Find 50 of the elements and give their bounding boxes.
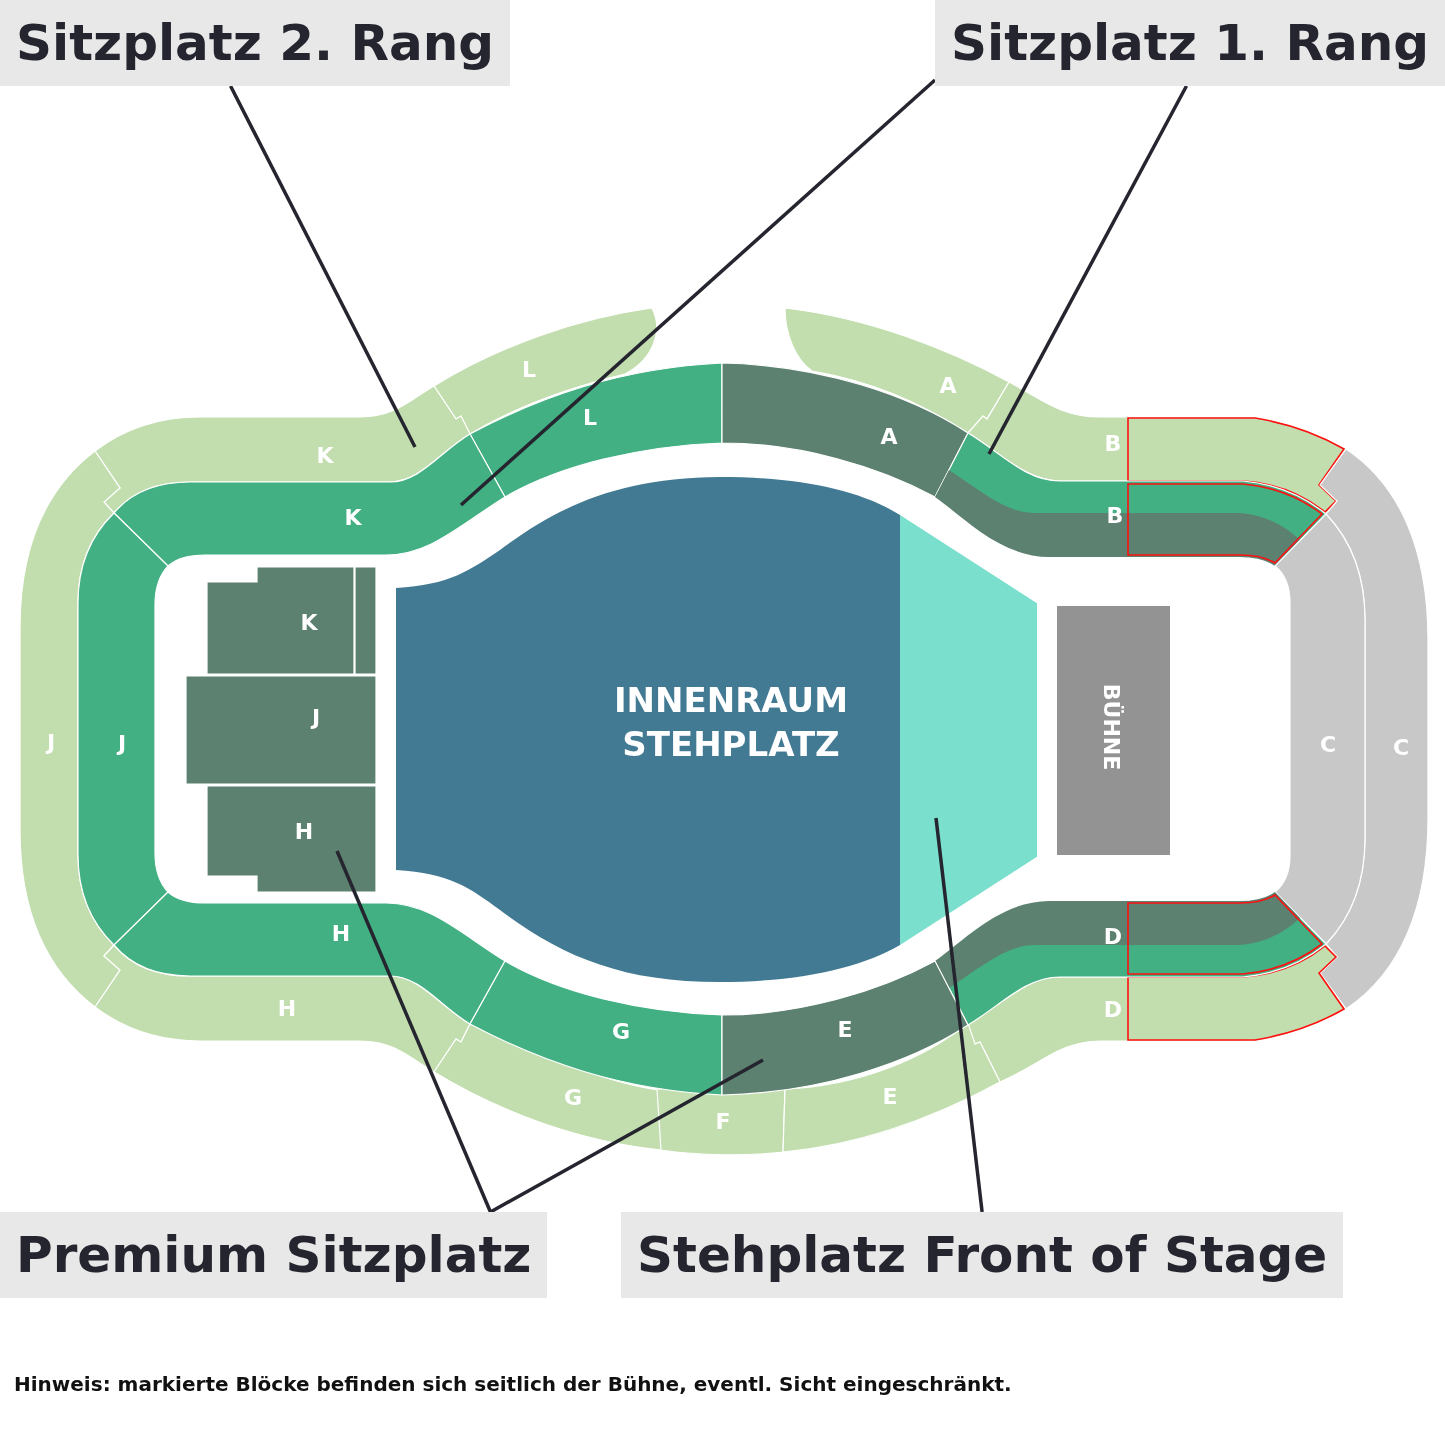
block-letter: G [611,1021,631,1043]
block-letter: B [1104,433,1122,455]
block-letter: D [1103,926,1123,948]
seating-block [78,513,168,945]
block-letter: A [880,426,898,448]
seating-block [1275,514,1365,944]
seating-block [1320,449,1428,1009]
stage-label: BÜHNE [1100,683,1122,771]
seating-block [186,676,376,784]
note-text: Hinweis: markierte Blöcke befinden sich seitlich der Bühne, eventl. Sicht eingeschränkt. [14,1372,1012,1396]
block-letter: H [277,998,297,1020]
seating-block [470,363,722,497]
block-letter: K [300,612,318,634]
block-letter: E [882,1086,898,1108]
seating-block [783,1023,1000,1152]
block-letter: A [939,375,957,397]
stage-block [1057,606,1170,855]
block-letter: E [837,1019,853,1041]
leader-line [229,85,417,448]
leader-line [934,817,984,1213]
block-letter: H [294,821,314,843]
block-letter: J [46,732,56,754]
seating-block [722,363,968,497]
block-letter: F [715,1111,731,1133]
seating-block [114,434,505,566]
standing-area [396,477,900,982]
block-letter: K [344,507,362,529]
leader-line [459,78,937,507]
leader-line [987,85,1188,455]
seating-block [434,308,657,434]
block-letter: K [316,445,334,467]
block-letter: J [117,733,127,755]
callout-label: Stehplatz Front of Stage [621,1212,1344,1298]
area-label: INNENRAUM STEHPLATZ [613,678,849,766]
block-letter: J [311,707,321,729]
block-letter: L [583,407,597,429]
seating-block [95,945,470,1072]
block-letter: L [522,359,536,381]
block-letter: D [1103,999,1123,1021]
seating-block [355,567,376,674]
seating-block [114,892,505,1024]
block-letter: H [331,923,351,945]
seating-block [935,433,1326,566]
block-letter: G [563,1087,583,1109]
leader-line [335,850,493,1213]
block-letter: B [1106,505,1124,527]
seating-block [434,1024,662,1150]
callout-label: Sitzplatz 2. Rang [0,0,511,86]
callout-label: Sitzplatz 1. Rang [935,0,1445,86]
callout-label: Premium Sitzplatz [0,1212,548,1298]
